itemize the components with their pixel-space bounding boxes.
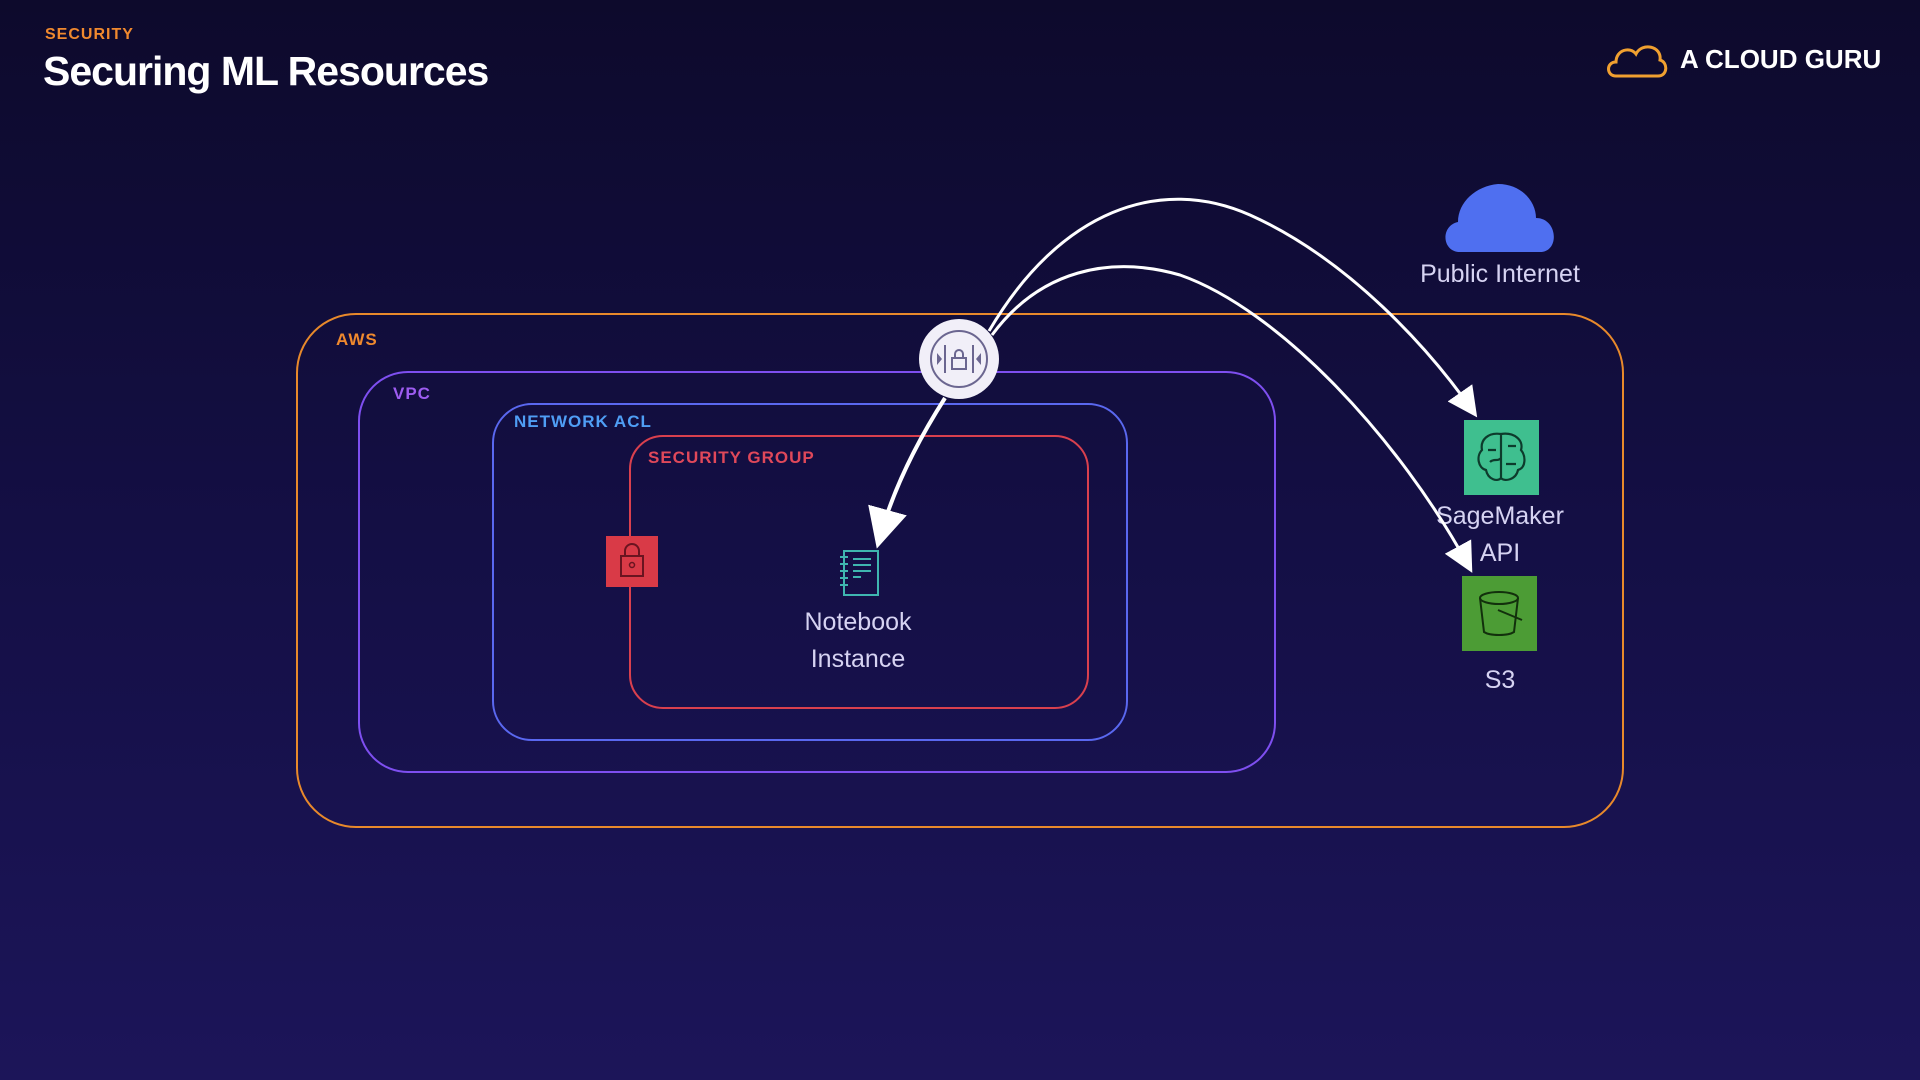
security-group-lock-icon (606, 536, 658, 587)
sagemaker-label-line2: API (1479, 539, 1521, 567)
notebook-icon (840, 550, 879, 596)
notebook-instance-label: Notebook Instance (758, 604, 958, 678)
s3-bucket-icon (1462, 576, 1537, 651)
brand-name: A CLOUD GURU (1680, 44, 1882, 74)
section-label: SECURITY (45, 26, 134, 43)
arrow-to-s3 (990, 265, 1473, 573)
page-title: Securing ML Resources (43, 48, 489, 94)
aws-boundary (296, 313, 1624, 828)
cloud-guru-logo-icon (1607, 45, 1668, 78)
public-internet-cloud-icon (1445, 184, 1554, 252)
network-acl-boundary (492, 403, 1128, 741)
public-internet-label: Public Internet (1420, 260, 1580, 288)
arrow-to-sagemaker (987, 197, 1478, 418)
aws-label: AWS (336, 330, 378, 349)
sagemaker-label-line1: SageMaker (1436, 502, 1564, 530)
vpc-boundary (358, 371, 1276, 773)
vpc-endpoint-icon (919, 319, 999, 399)
s3-label: S3 (1484, 666, 1516, 694)
security-group-label: SECURITY GROUP (648, 448, 815, 467)
arrow-to-notebook (868, 396, 947, 549)
notebook-label-line1: Notebook (804, 608, 912, 636)
notebook-label-line2: Instance (810, 645, 906, 673)
network-acl-label: NETWORK ACL (514, 412, 652, 431)
sagemaker-brain-icon (1464, 420, 1539, 495)
vpc-label: VPC (393, 384, 431, 403)
sagemaker-api-label: SageMaker API (1400, 498, 1600, 572)
